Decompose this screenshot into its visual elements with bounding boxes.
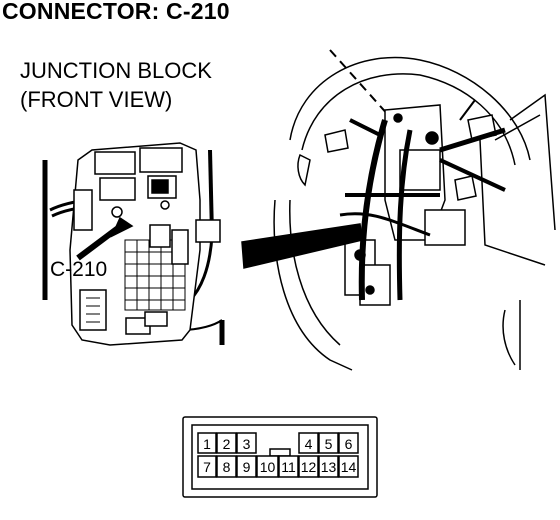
pin-12: 12 <box>301 459 317 475</box>
pin-9: 9 <box>243 459 251 475</box>
page-title: CONNECTOR: C-210 <box>2 0 230 24</box>
pin-8: 8 <box>223 459 231 475</box>
pin-14: 14 <box>341 459 357 475</box>
dashboard-drawing <box>241 49 556 371</box>
pin-2: 2 <box>223 436 231 452</box>
pin-3: 3 <box>243 436 251 452</box>
pin-7: 7 <box>203 459 211 475</box>
pin-6: 6 <box>345 436 353 452</box>
junction-block-label: JUNCTION BLOCK (FRONT VIEW) <box>20 58 212 112</box>
pin-4: 4 <box>305 436 313 452</box>
pin-5: 5 <box>325 436 333 452</box>
connector-callout-label: C-210 <box>50 258 108 281</box>
pin-1: 1 <box>203 436 211 452</box>
junction-block-drawing <box>42 142 225 346</box>
connector-face: 1 2 3 4 5 6 7 8 9 10 11 12 13 14 <box>182 416 378 498</box>
pin-11: 11 <box>281 459 296 475</box>
pin-10: 10 <box>260 459 276 475</box>
pin-13: 13 <box>321 459 337 475</box>
